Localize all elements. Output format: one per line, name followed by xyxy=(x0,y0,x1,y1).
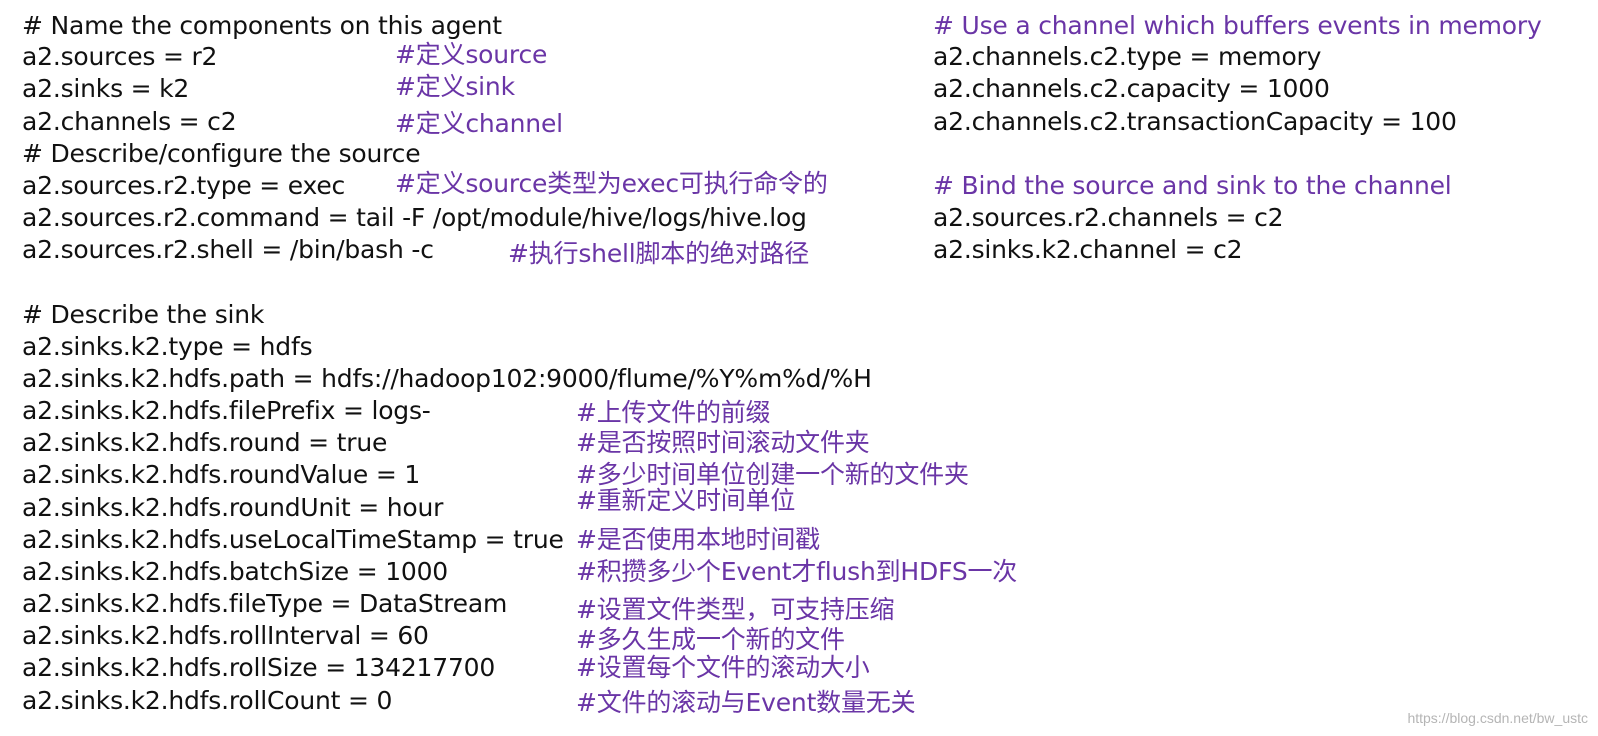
comment-bind-source-sink: # Bind the source and sink to the channe… xyxy=(933,171,1452,200)
config-source-type: a2.sources.r2.type = exec xyxy=(22,171,346,200)
config-sink-filetype: a2.sinks.k2.hdfs.fileType = DataStream xyxy=(22,589,508,618)
config-sink-batchsize: a2.sinks.k2.hdfs.batchSize = 1000 xyxy=(22,557,449,586)
config-sink-fileprefix: a2.sinks.k2.hdfs.filePrefix = logs- xyxy=(22,396,431,425)
note-roll-interval: #多久生成一个新的文件 xyxy=(576,625,845,654)
config-sink-rollsize: a2.sinks.k2.hdfs.rollSize = 134217700 xyxy=(22,653,496,682)
config-sink-rollcount: a2.sinks.k2.hdfs.rollCount = 0 xyxy=(22,686,393,715)
note-round-folder: #是否按照时间滚动文件夹 xyxy=(576,428,870,457)
config-source-shell: a2.sources.r2.shell = /bin/bash -c xyxy=(22,235,434,264)
watermark-url: https://blog.csdn.net/bw_ustc xyxy=(1407,710,1588,726)
config-sink-roundvalue: a2.sinks.k2.hdfs.roundValue = 1 xyxy=(22,460,421,489)
note-file-prefix: #上传文件的前缀 xyxy=(576,398,771,427)
config-sink-round: a2.sinks.k2.hdfs.round = true xyxy=(22,428,388,457)
comment-describe-sink: # Describe the sink xyxy=(22,300,265,329)
config-channel-type: a2.channels.c2.type = memory xyxy=(933,42,1322,71)
config-sinks: a2.sinks = k2 xyxy=(22,74,190,103)
config-source-channels: a2.sources.r2.channels = c2 xyxy=(933,203,1284,232)
config-sink-roundunit: a2.sinks.k2.hdfs.roundUnit = hour xyxy=(22,493,444,522)
note-roll-count: #文件的滚动与Event数量无关 xyxy=(576,688,916,717)
config-sources: a2.sources = r2 xyxy=(22,42,218,71)
config-sink-type: a2.sinks.k2.type = hdfs xyxy=(22,332,313,361)
comment-name-components: # Name the components on this agent xyxy=(22,11,502,40)
note-define-channel: #定义channel xyxy=(395,109,563,138)
note-file-type: #设置文件类型，可支持压缩 xyxy=(576,595,895,624)
note-local-timestamp: #是否使用本地时间戳 xyxy=(576,525,820,554)
note-round-unit: #重新定义时间单位 xyxy=(576,486,796,515)
note-shell-absolute-path: #执行shell脚本的绝对路径 xyxy=(508,239,810,268)
config-channel-transaction-capacity: a2.channels.c2.transactionCapacity = 100 xyxy=(933,107,1457,136)
note-roll-size: #设置每个文件的滚动大小 xyxy=(576,653,870,682)
note-define-source: #定义source xyxy=(395,40,548,69)
note-round-value: #多少时间单位创建一个新的文件夹 xyxy=(576,460,969,489)
comment-use-memory-channel: # Use a channel which buffers events in … xyxy=(933,11,1542,40)
config-channels: a2.channels = c2 xyxy=(22,107,237,136)
note-batch-size: #积攒多少个Event才flush到HDFS一次 xyxy=(576,557,1018,586)
config-sink-rollinterval: a2.sinks.k2.hdfs.rollInterval = 60 xyxy=(22,621,429,650)
config-sink-channel: a2.sinks.k2.channel = c2 xyxy=(933,235,1243,264)
config-source-command: a2.sources.r2.command = tail -F /opt/mod… xyxy=(22,203,807,232)
comment-describe-source: # Describe/configure the source xyxy=(22,139,421,168)
note-define-sink: #定义sink xyxy=(395,72,515,101)
config-channel-capacity: a2.channels.c2.capacity = 1000 xyxy=(933,74,1330,103)
config-sink-uselocaltimestamp: a2.sinks.k2.hdfs.useLocalTimeStamp = tru… xyxy=(22,525,564,554)
note-source-type-exec: #定义source类型为exec可执行命令的 xyxy=(395,169,828,198)
config-sink-path: a2.sinks.k2.hdfs.path = hdfs://hadoop102… xyxy=(22,364,872,393)
